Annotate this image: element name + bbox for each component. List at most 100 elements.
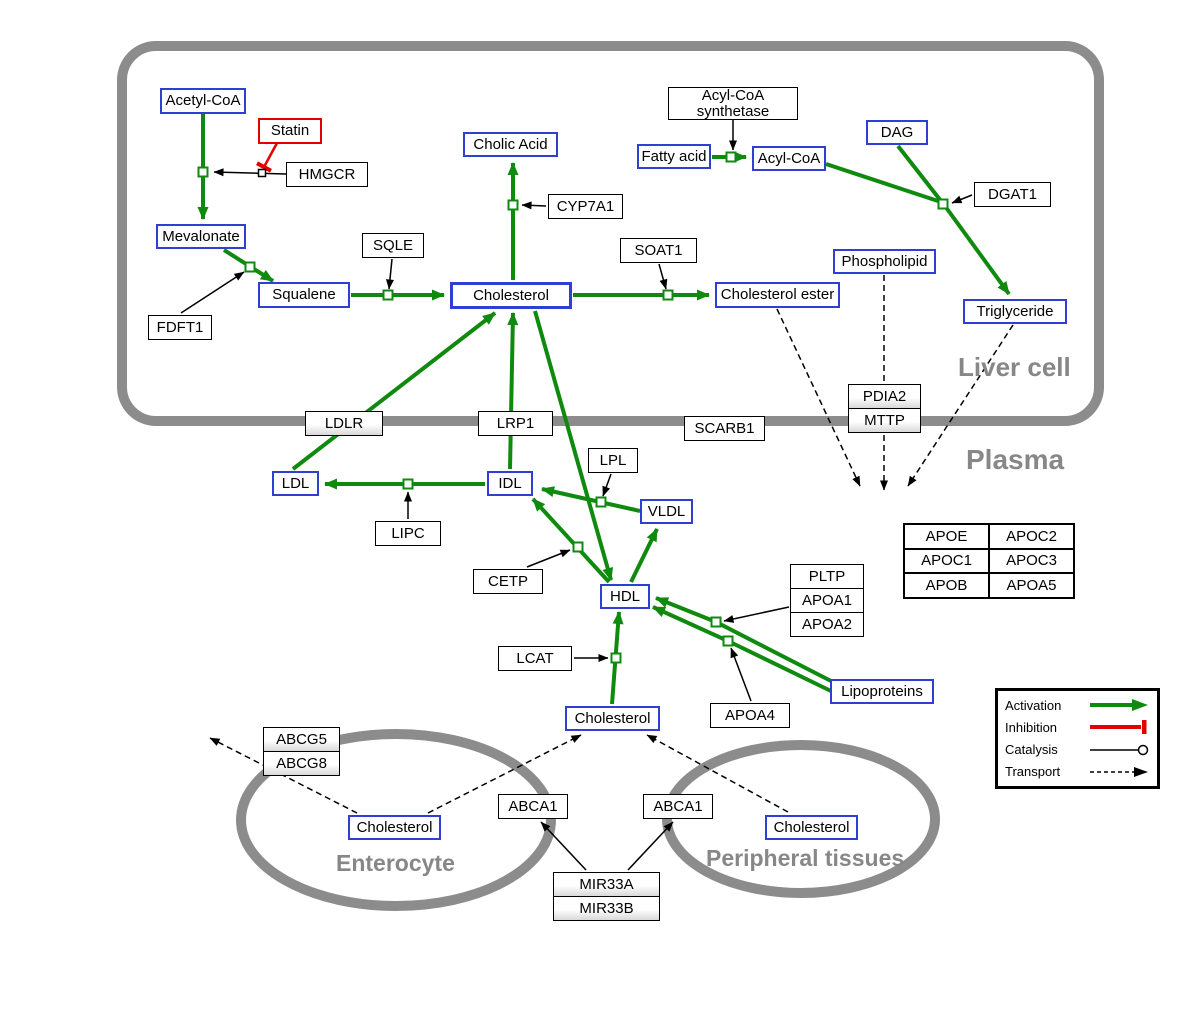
node-cholesterol-ester[interactable]: Cholesterol ester: [715, 282, 840, 308]
apo-cell-apoc3[interactable]: APOC3: [989, 548, 1074, 574]
node-apoa4[interactable]: APOA4: [710, 703, 790, 728]
edge-ldl-ldlr-cholesterol: [291, 311, 497, 471]
edge-pltp-apoa-catalysis: [723, 606, 790, 623]
node-dgat1[interactable]: DGAT1: [974, 182, 1051, 207]
apo-cell-apoa5[interactable]: APOA5: [989, 573, 1074, 598]
node-vldl[interactable]: VLDL: [640, 499, 693, 524]
apolipoprotein-table: APOE APOC2 APOC1 APOC3 APOB APOA5: [903, 523, 1075, 599]
node-lipc[interactable]: LIPC: [375, 521, 441, 546]
anchor-dgat1-reaction: [937, 198, 949, 210]
node-pdia2[interactable]: PDIA2: [848, 384, 921, 409]
anchor-cetp-reaction: [572, 541, 584, 553]
node-abcg8[interactable]: ABCG8: [263, 751, 340, 776]
peripheral-tissues-label: Peripheral tissues: [706, 845, 905, 871]
node-mir33b[interactable]: MIR33B: [553, 896, 660, 921]
edge-lpl-catalysis: [602, 473, 612, 497]
node-abcg5[interactable]: ABCG5: [263, 727, 340, 752]
transport-dashed-arrow-icon: [1090, 766, 1148, 777]
node-scarb1[interactable]: SCARB1: [684, 416, 765, 441]
node-cholic-acid[interactable]: Cholic Acid: [463, 132, 558, 157]
anchor-lcat-reaction: [610, 652, 622, 664]
apo-cell-apoe[interactable]: APOE: [904, 524, 989, 549]
node-phospholipid[interactable]: Phospholipid: [833, 249, 936, 274]
node-mir33a[interactable]: MIR33A: [553, 872, 660, 897]
node-cyp7a1[interactable]: CYP7A1: [548, 194, 623, 219]
edge-apoa4-catalysis: [730, 647, 752, 702]
edge-hmgcr-catalysis: [213, 168, 287, 177]
node-cholesterol-enterocyte[interactable]: Cholesterol: [348, 815, 441, 840]
activation-edges: [197, 114, 1011, 705]
node-apoa2[interactable]: APOA2: [790, 612, 864, 637]
edge-vldl-idl: [541, 486, 641, 513]
anchor-soat1-reaction: [662, 289, 674, 301]
node-cetp[interactable]: CETP: [473, 569, 543, 594]
anchor-hmgcr-reaction: [197, 166, 209, 178]
legend-row-activation: Activation: [1005, 695, 1150, 716]
anchor-statin-binding: [257, 168, 267, 178]
liver-cell-label: Liver cell: [958, 352, 1071, 382]
reaction-anchors: [197, 151, 949, 664]
node-statin[interactable]: Statin: [258, 118, 322, 144]
node-lcat[interactable]: LCAT: [498, 646, 572, 671]
node-acyl-coa[interactable]: Acyl-CoA: [752, 146, 826, 171]
edge-sqle-catalysis: [385, 258, 394, 290]
peripheral-tissues-membrane: [662, 740, 940, 898]
node-abca1-peripheral[interactable]: ABCA1: [643, 794, 713, 819]
node-mevalonate[interactable]: Mevalonate: [156, 224, 246, 249]
node-pltp[interactable]: PLTP: [790, 564, 864, 589]
enterocyte-membrane: [236, 729, 556, 911]
node-squalene[interactable]: Squalene: [258, 282, 350, 308]
node-cholesterol-liver[interactable]: Cholesterol: [450, 282, 572, 309]
node-cholesterol-plasma[interactable]: Cholesterol: [565, 706, 660, 731]
apo-cell-apoc1[interactable]: APOC1: [904, 548, 989, 574]
node-dag[interactable]: DAG: [866, 120, 928, 145]
node-triglyceride[interactable]: Triglyceride: [963, 299, 1067, 324]
anchor-lipc-reaction: [402, 478, 414, 490]
legend-catalysis-label: Catalysis: [1005, 742, 1058, 758]
edge-hdl-idl-cetp: [531, 497, 611, 584]
edge-hdl-vldl: [629, 528, 659, 583]
node-ldlr[interactable]: LDLR: [305, 411, 383, 436]
node-acyl-coa-synthetase[interactable]: Acyl-CoA synthetase: [668, 87, 798, 120]
node-lrp1[interactable]: LRP1: [478, 411, 553, 436]
node-soat1[interactable]: SOAT1: [620, 238, 697, 263]
node-fdft1[interactable]: FDFT1: [148, 315, 212, 340]
liver-cell-membrane: [117, 41, 1104, 426]
edge-soat1-catalysis: [658, 263, 668, 290]
legend-inhibition-label: Inhibition: [1005, 719, 1058, 735]
anchor-apoa4-reaction: [722, 635, 734, 647]
legend: Activation Inhibition Catalysis Transpor…: [995, 688, 1160, 789]
edge-acylcoa-dgat1-reaction: [825, 162, 942, 204]
edge-enterocyte-cholesterol-to-plasma-transport: [427, 734, 582, 814]
membranes: [117, 41, 1104, 911]
node-lipoproteins[interactable]: Lipoproteins: [830, 679, 934, 704]
legend-activation-label: Activation: [1005, 697, 1062, 713]
edge-dgat1-triglyceride: [943, 204, 1011, 296]
edge-mir33-abca1-peripheral: [627, 821, 674, 871]
edge-cetp-catalysis: [526, 549, 571, 568]
node-hdl[interactable]: HDL: [600, 584, 650, 609]
node-abca1-enterocyte[interactable]: ABCA1: [498, 794, 568, 819]
apo-cell-apob[interactable]: APOB: [904, 573, 989, 598]
node-idl[interactable]: IDL: [487, 471, 533, 496]
inhibition-tbar-icon: [1090, 720, 1147, 735]
node-fatty-acid[interactable]: Fatty acid: [637, 144, 711, 169]
apo-cell-apoc2[interactable]: APOC2: [989, 524, 1074, 549]
legend-row-catalysis: Catalysis: [1005, 739, 1150, 760]
node-acetyl-coa[interactable]: Acetyl-CoA: [160, 88, 246, 114]
node-apoa1[interactable]: APOA1: [790, 588, 864, 613]
edge-fdft1-catalysis: [180, 271, 245, 314]
node-sqle[interactable]: SQLE: [362, 233, 424, 258]
edge-cyp7a1-catalysis: [521, 201, 547, 210]
legend-transport-label: Transport: [1005, 764, 1061, 780]
node-cholesterol-peripheral[interactable]: Cholesterol: [765, 815, 858, 840]
edge-mir33-abca1-enterocyte: [540, 821, 587, 871]
node-mttp[interactable]: MTTP: [848, 408, 921, 433]
node-lpl[interactable]: LPL: [588, 448, 638, 473]
anchor-lpl-reaction: [595, 496, 607, 508]
catalysis-circle-icon: [1090, 744, 1149, 755]
node-hmgcr[interactable]: HMGCR: [286, 162, 368, 187]
node-ldl[interactable]: LDL: [272, 471, 319, 496]
